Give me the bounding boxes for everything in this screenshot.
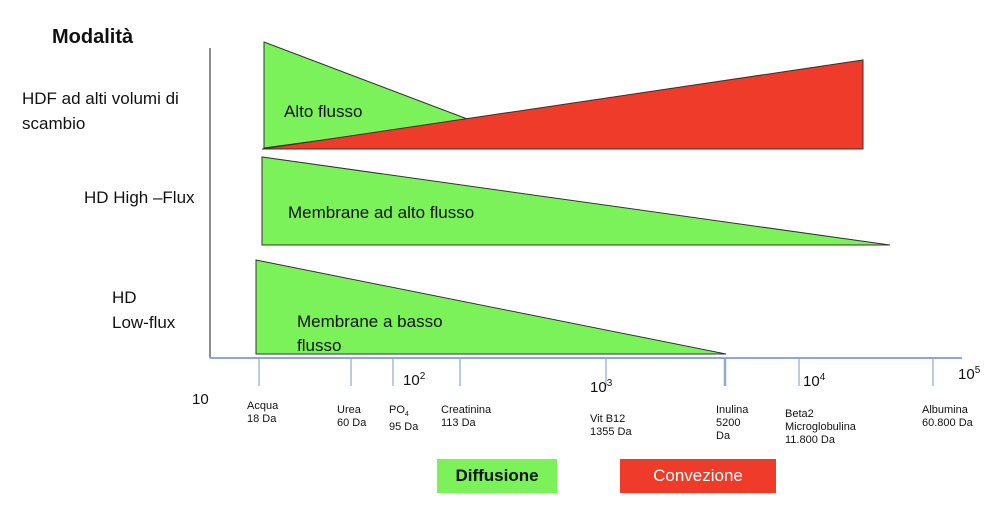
- legend-diffusione-label: Diffusione: [455, 466, 539, 485]
- scale-label-10: 10: [192, 391, 209, 408]
- scale-label-10e4: 104: [803, 372, 826, 390]
- convection-triangle: [261, 59, 864, 150]
- membrane-basso-triangle: [255, 259, 727, 355]
- scale-label-10e3: 103: [590, 378, 613, 396]
- membrane-alto-flusso-label: Membrane ad alto flusso: [288, 203, 475, 222]
- legend-diffusione: Diffusione: [437, 459, 557, 493]
- membrane-alto-triangle: [261, 156, 891, 246]
- scale-label-10e2: 102: [403, 371, 426, 389]
- scale-label-10e5: 105: [958, 365, 981, 383]
- row-label-hdf: HDF ad alti volumi di scambio: [22, 89, 179, 133]
- alto-flusso-label: Alto flusso: [284, 102, 363, 121]
- row-label-hd-low-flux-line2: Low-flux: [112, 313, 176, 332]
- x-axis-ticks: [258, 359, 934, 386]
- modalita-title: Modalità: [52, 26, 134, 48]
- membrane-basso-flusso-label-line2: flusso: [297, 336, 342, 355]
- legend-convezione-label: Convezione: [653, 466, 743, 485]
- row-label-hd-high-flux: HD High –Flux: [84, 188, 195, 207]
- row-label-hd-low-flux-line1: HD: [112, 288, 137, 307]
- membrane-basso-flusso-label-line1: Membrane a basso: [297, 312, 443, 331]
- legend-convezione: Convezione: [620, 459, 776, 493]
- molecule-label-po4: PO4 95 Da: [389, 404, 419, 434]
